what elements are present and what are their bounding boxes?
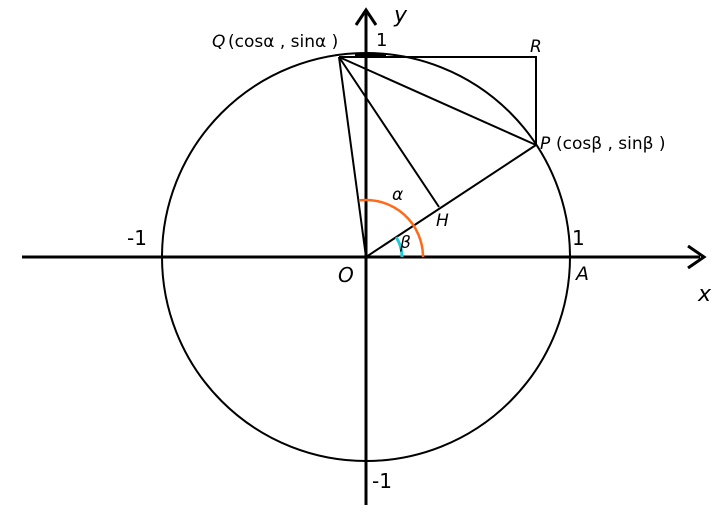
y-neg-one-tick-label: -1: [372, 469, 392, 493]
origin-label: O: [338, 263, 354, 287]
q-r-p-right-angle-lines: [339, 56, 537, 145]
x-pos-one-tick-label: 1: [572, 226, 585, 250]
q-coordinates-label: (cosα , sinα ): [228, 32, 338, 52]
a-point-label: A: [574, 263, 589, 285]
x-axis-label: x: [697, 282, 712, 307]
segment-op: [365, 144, 537, 258]
y-axis-label: y: [393, 3, 408, 28]
p-point-label: P: [540, 134, 551, 154]
segment-oq: [338, 56, 367, 258]
segment-qh: [338, 56, 440, 208]
r-point-label: R: [530, 37, 542, 57]
x-axis-arrowhead: [687, 244, 707, 270]
x-neg-one-tick-label: -1: [127, 226, 147, 250]
unit-circle: [161, 52, 571, 462]
beta-angle-label: β: [399, 233, 411, 253]
p-coordinates-label: (cosβ , sinβ ): [556, 134, 666, 154]
alpha-angle-label: α: [392, 185, 403, 205]
alpha-angle-arc: [358, 198, 425, 258]
h-point-label: H: [436, 211, 449, 231]
segment-qp: [338, 56, 537, 146]
q-point-label: Q: [212, 32, 225, 52]
y-axis-arrowhead: [354, 7, 378, 26]
beta-angle-arc: [394, 236, 404, 258]
y-pos-one-tick-label: 1: [376, 30, 387, 51]
